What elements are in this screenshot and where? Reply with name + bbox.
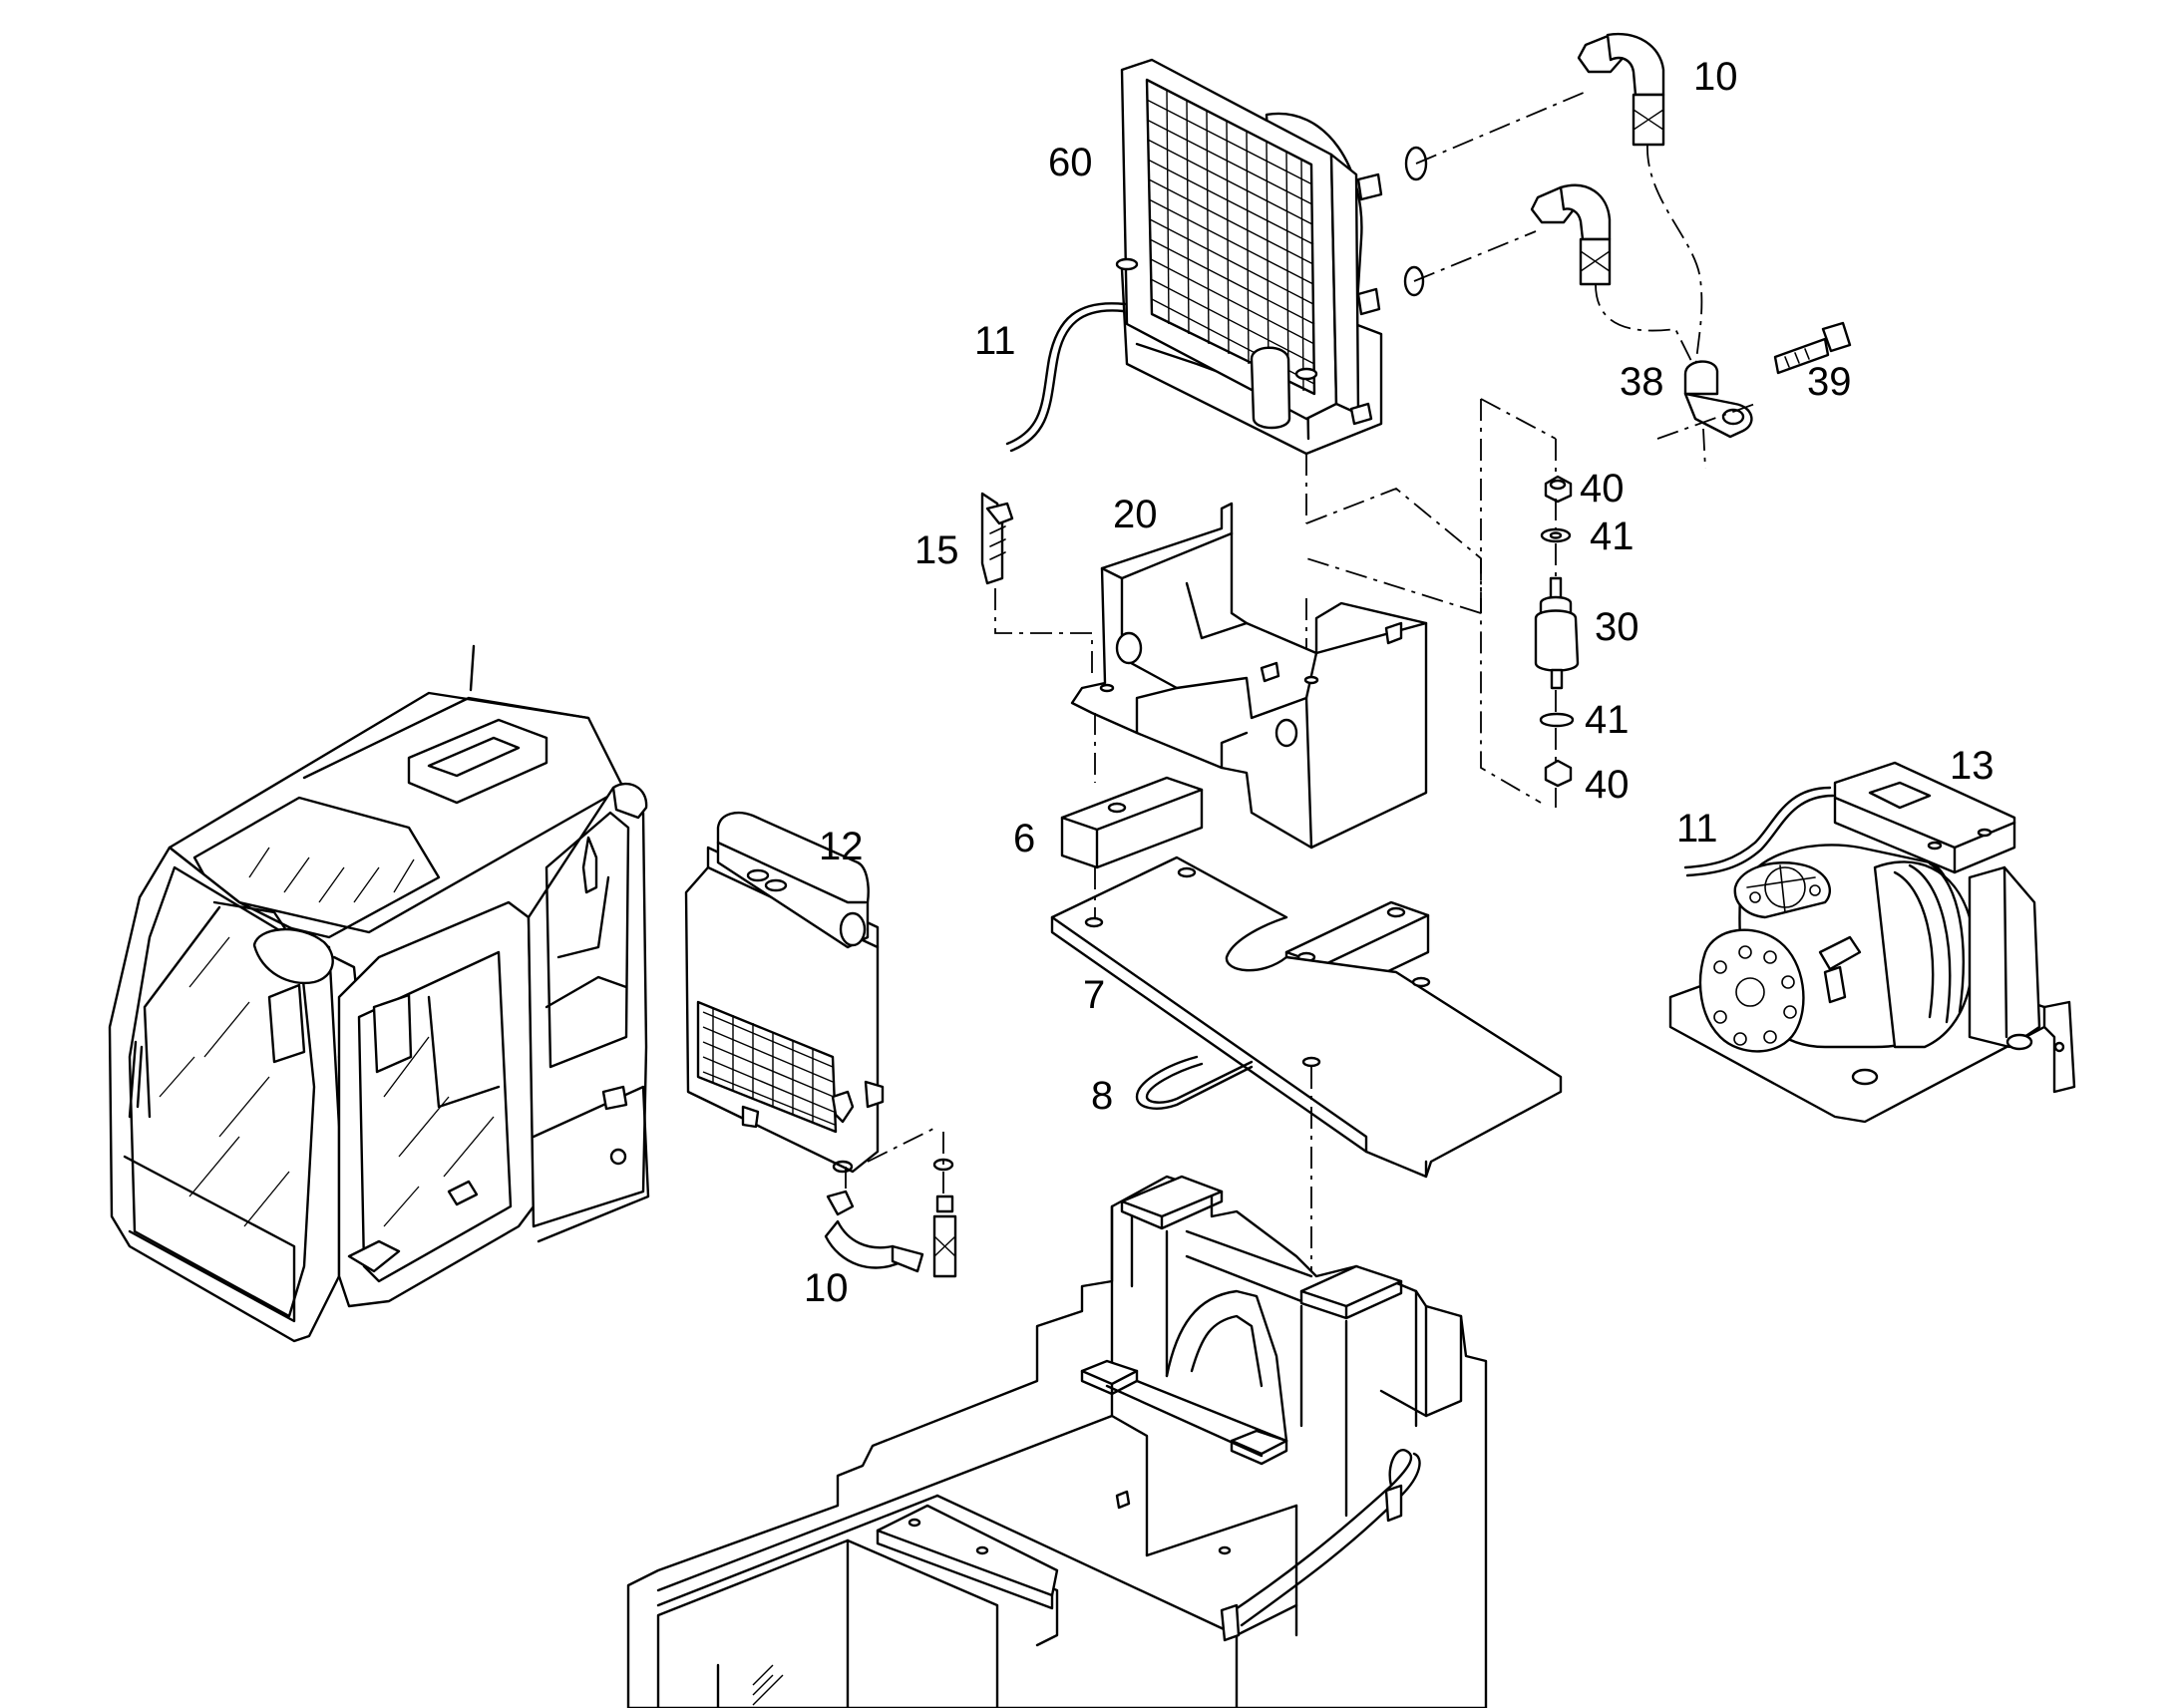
callout-12: 12 <box>819 825 864 868</box>
callout-13: 13 <box>1950 744 1995 788</box>
callout-11-top: 11 <box>974 319 1016 363</box>
callout-41-bottom: 41 <box>1585 698 1630 742</box>
callout-6: 6 <box>1013 817 1035 860</box>
heater-unit <box>684 812 957 1278</box>
callout-38: 38 <box>1620 360 1664 404</box>
callout-30: 30 <box>1595 605 1639 649</box>
callout-41-top: 41 <box>1590 514 1635 558</box>
compressor <box>1668 761 2076 1124</box>
callout-10-top: 10 <box>1693 55 1738 99</box>
callout-labels: 60 10 11 38 39 40 41 30 41 40 15 20 6 7 … <box>804 55 1995 1310</box>
callout-40-top: 40 <box>1580 467 1625 511</box>
rubber-mount <box>1305 398 1580 808</box>
operator-cab <box>108 644 650 1343</box>
callout-15: 15 <box>914 528 959 572</box>
callout-10-bottom: 10 <box>804 1266 849 1310</box>
callout-60: 60 <box>1048 141 1093 184</box>
bolt <box>1773 321 1852 375</box>
machine-frame <box>626 1175 1488 1708</box>
refrigerant-hose <box>1413 32 1703 380</box>
mounting-bracket <box>980 492 1428 850</box>
callout-8: 8 <box>1091 1074 1113 1118</box>
callout-40-bottom: 40 <box>1585 763 1630 807</box>
callout-7: 7 <box>1083 973 1105 1017</box>
callout-39: 39 <box>1807 360 1852 404</box>
mounting-plate <box>1050 855 1563 1286</box>
hose-clamp <box>1656 360 1756 470</box>
callout-20: 20 <box>1113 493 1158 536</box>
condenser <box>1005 58 1428 456</box>
u-clip <box>1135 1055 1254 1110</box>
callout-11-right: 11 <box>1676 807 1718 851</box>
